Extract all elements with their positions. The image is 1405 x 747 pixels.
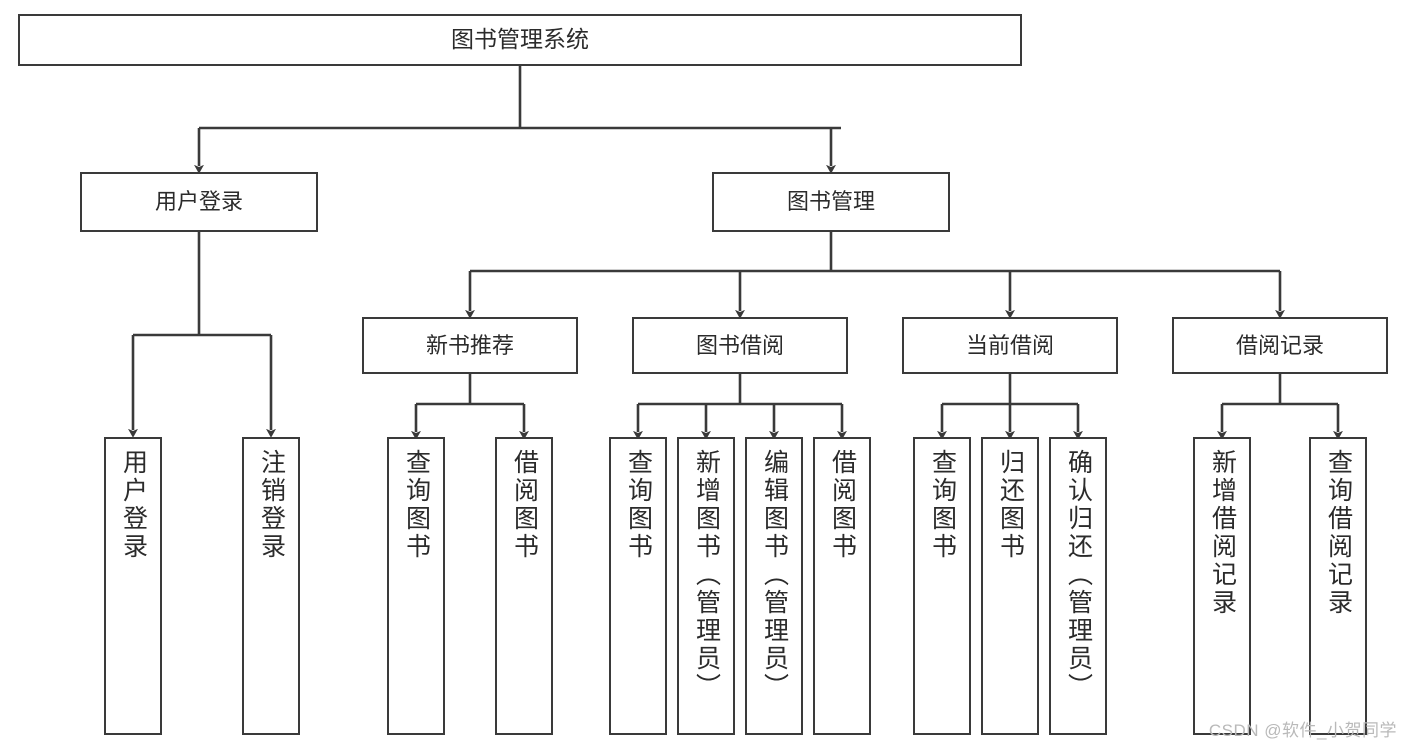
node-root[interactable]: 图书管理系统	[18, 14, 1022, 66]
leaf-borrow-record-1[interactable]: 新增借阅记录	[1193, 437, 1251, 735]
leaf-current-borrow-1[interactable]: 查询图书	[913, 437, 971, 735]
node-user-login[interactable]: 用户登录	[80, 172, 318, 232]
node-new-book-rec-label: 新书推荐	[425, 332, 514, 358]
node-current-borrow-label: 当前借阅	[965, 332, 1054, 358]
leaf-borrow-record-2[interactable]: 查询借阅记录	[1309, 437, 1367, 735]
node-book-manage[interactable]: 图书管理	[712, 172, 950, 232]
leaf-book-borrow-2-label: 新增图书（管理员）	[692, 449, 721, 701]
leaf-user-login-1[interactable]: 用户登录	[104, 437, 162, 735]
node-book-borrow-label: 图书借阅	[695, 332, 784, 358]
leaf-new-book-rec-1-label: 查询图书	[402, 449, 431, 561]
leaf-borrow-record-2-label: 查询借阅记录	[1324, 449, 1353, 617]
leaf-book-borrow-2[interactable]: 新增图书（管理员）	[677, 437, 735, 735]
node-borrow-record-label: 借阅记录	[1235, 332, 1324, 358]
node-new-book-rec[interactable]: 新书推荐	[362, 317, 578, 374]
node-root-label: 图书管理系统	[451, 26, 589, 53]
leaf-book-borrow-3-label: 编辑图书（管理员）	[760, 449, 789, 701]
node-book-manage-label: 图书管理	[786, 189, 875, 215]
leaf-user-login-2[interactable]: 注销登录	[242, 437, 300, 735]
leaf-borrow-record-1-label: 新增借阅记录	[1208, 449, 1237, 617]
leaf-user-login-2-label: 注销登录	[257, 449, 286, 561]
leaf-new-book-rec-1[interactable]: 查询图书	[387, 437, 445, 735]
leaf-current-borrow-2-label: 归还图书	[996, 449, 1025, 561]
leaf-book-borrow-4[interactable]: 借阅图书	[813, 437, 871, 735]
leaf-new-book-rec-2-label: 借阅图书	[510, 449, 539, 561]
leaf-current-borrow-3-label: 确认归还（管理员）	[1064, 449, 1093, 701]
leaf-current-borrow-1-label: 查询图书	[928, 449, 957, 561]
node-current-borrow[interactable]: 当前借阅	[902, 317, 1118, 374]
leaf-book-borrow-1[interactable]: 查询图书	[609, 437, 667, 735]
leaf-book-borrow-4-label: 借阅图书	[828, 449, 857, 561]
leaf-book-borrow-3[interactable]: 编辑图书（管理员）	[745, 437, 803, 735]
leaf-user-login-1-label: 用户登录	[119, 449, 148, 561]
node-user-login-label: 用户登录	[154, 189, 243, 215]
node-book-borrow[interactable]: 图书借阅	[632, 317, 848, 374]
leaf-current-borrow-2[interactable]: 归还图书	[981, 437, 1039, 735]
leaf-book-borrow-1-label: 查询图书	[624, 449, 653, 561]
node-borrow-record[interactable]: 借阅记录	[1172, 317, 1388, 374]
watermark: CSDN @软件_小贺同学	[1208, 721, 1397, 740]
leaf-current-borrow-3[interactable]: 确认归还（管理员）	[1049, 437, 1107, 735]
leaf-new-book-rec-2[interactable]: 借阅图书	[495, 437, 553, 735]
